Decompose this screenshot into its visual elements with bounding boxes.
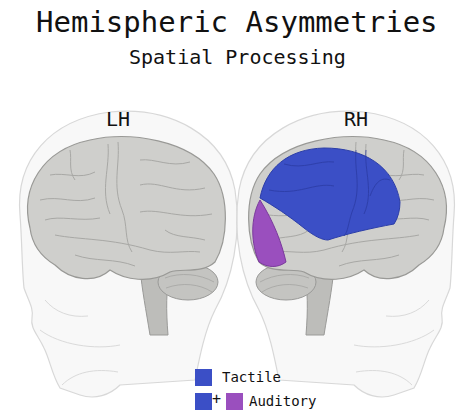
legend-swatch <box>226 393 243 410</box>
title: Hemispheric Asymmetries <box>36 6 438 39</box>
legend-swatch-extra <box>195 393 212 410</box>
subtitle: Spatial Processing <box>129 46 346 69</box>
hemisphere-label: RH <box>344 108 368 131</box>
hemisphere-label: LH <box>106 108 130 131</box>
legend-text: Tactile <box>222 369 281 385</box>
legend-text: Auditory <box>249 393 316 409</box>
legend-swatch <box>195 369 212 386</box>
legend-plus: + <box>212 391 221 408</box>
